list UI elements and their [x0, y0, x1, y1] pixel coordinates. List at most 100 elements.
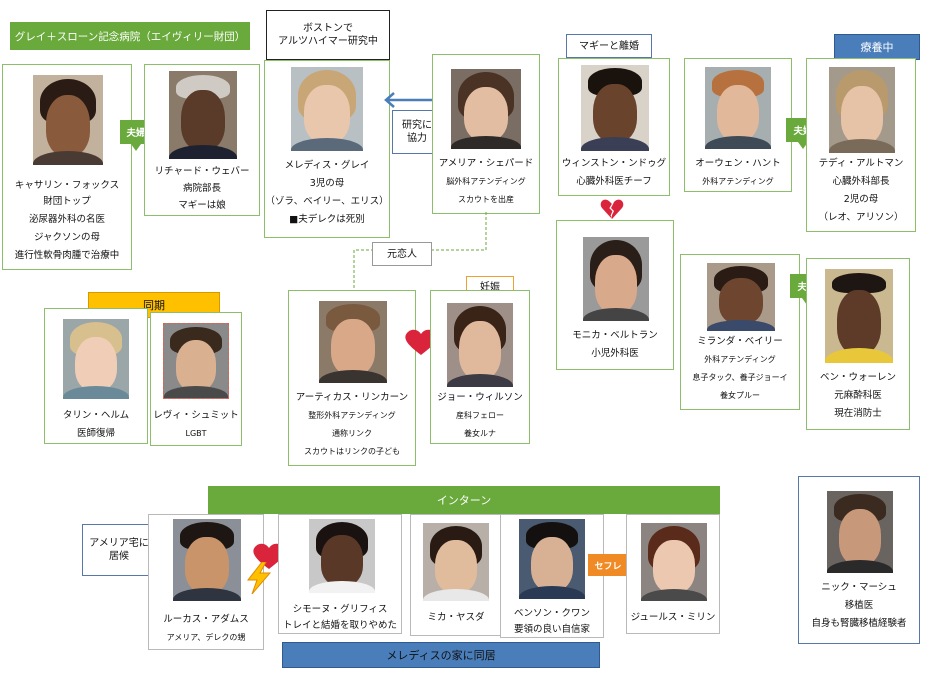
name-winston: ウィンストン・ンドゥグ [561, 158, 667, 169]
callout-text: 居候 [109, 551, 129, 562]
photo-amelia [451, 69, 521, 149]
card-richard: リチャード・ウェバー 病院部長 マギーは娘 [144, 64, 260, 216]
desc: 3児の母 [309, 178, 345, 189]
name-lucas: ルーカス・アダムス [163, 614, 249, 625]
name-amelia: アメリア・シェパード [438, 158, 534, 169]
desc: ■夫デレクは死別 [289, 214, 365, 225]
card-amelia: アメリア・シェパード 脳外科アテンディング スカウトを出産 [432, 54, 540, 214]
desc: スカウトを出産 [458, 195, 514, 204]
photo-jo [447, 303, 513, 387]
desc: 要領の良い自信家 [513, 624, 590, 635]
desc: 現在消防士 [834, 408, 882, 419]
desc: 通称リンク [332, 429, 372, 438]
ex-lover-connector [353, 212, 487, 290]
name-miranda: ミランダ・ベイリー [697, 336, 783, 347]
desc: アメリア、デレクの甥 [166, 633, 246, 642]
card-atticus: アーティカス・リンカーン 整形外科アテンディング 通称リンク スカウトはリンクの… [288, 290, 416, 466]
callout-text: 協力 [407, 133, 427, 144]
card-jules: ジュールス・ミリン [626, 514, 720, 634]
photo-owen [705, 67, 771, 149]
photo-mika [423, 523, 489, 601]
callout-text: ボストンで [303, 23, 353, 34]
desc: 病院部長 [182, 183, 221, 194]
desc: 進行性軟骨肉腫で治療中 [14, 250, 120, 261]
card-monica: モニカ・ベルトラン 小児外科医 [556, 220, 674, 370]
name-nick: ニック・マーシュ [821, 582, 897, 593]
desc: （ゾラ、ベイリー、エリス） [265, 196, 389, 207]
callout-text: 研究に [402, 120, 432, 131]
name-richard: リチャード・ウェバー [154, 166, 250, 177]
desc: 産科フェロー [456, 411, 504, 420]
lightning-icon [246, 562, 272, 594]
photo-richard [169, 71, 237, 159]
card-ben: ベン・ウォーレン 元麻酔科医 現在消防士 [806, 258, 910, 430]
name-jules: ジュールス・ミリン [630, 612, 716, 623]
desc: 心臓外科医チーフ [576, 176, 652, 187]
desc: 養女ルナ [464, 429, 496, 438]
card-miranda: ミランダ・ベイリー 外科アテンディング 息子タック、養子ジョーイ 養女プルー [680, 254, 800, 410]
photo-miranda [707, 263, 775, 331]
photo-atticus [319, 301, 387, 383]
desc: ジャクソンの母 [33, 232, 101, 243]
desc: トレイと結婚を取りやめた [282, 620, 397, 631]
desc: LGBT [185, 429, 207, 438]
desc: 脳外科アテンディング [446, 177, 526, 186]
desc: 養女プルー [720, 391, 760, 400]
photo-winston [581, 65, 649, 151]
broken-heart-icon [600, 199, 624, 219]
desc: 医師復帰 [76, 428, 115, 439]
photo-ben [825, 269, 893, 363]
card-benson: ベンソン・クワン 要領の良い自信家 [500, 514, 604, 638]
hospital-label: グレイ＋スローン記念病院（エイヴィリー財団） [10, 22, 250, 50]
callout-convalescing: 療養中 [834, 34, 920, 60]
desc: 移植医 [844, 600, 874, 611]
desc: 元麻酔科医 [834, 390, 882, 401]
card-taryn: タリン・ヘルム 医師復帰 [44, 308, 148, 444]
desc: 2児の母 [843, 194, 879, 205]
arrow-left-icon [384, 92, 432, 108]
card-levi: レヴィ・シュミット LGBT [150, 312, 242, 446]
name-jo: ジョー・ウィルソン [437, 392, 523, 403]
desc: 息子タック、養子ジョーイ [692, 373, 788, 382]
callout-amelia-house: アメリア宅に 居候 [82, 524, 156, 576]
photo-simone [309, 519, 375, 593]
desc: 外科アテンディング [704, 355, 776, 364]
name-teddy: テディ・アルトマン [818, 158, 904, 169]
name-owen: オーウェン・ハント [695, 158, 781, 169]
photo-lucas [173, 519, 241, 601]
photo-taryn [63, 319, 129, 399]
heart-icon [405, 329, 437, 355]
callout-ex-lover: 元恋人 [372, 242, 432, 266]
callout-maggie-divorce: マギーと離婚 [566, 34, 652, 58]
photo-teddy [829, 67, 895, 153]
desc: 財団トップ [43, 196, 91, 207]
callout-boston: ボストンで アルツハイマー研究中 [266, 10, 390, 60]
card-mika: ミカ・ヤスダ [410, 514, 502, 636]
card-meredith: メレディス・グレイ 3児の母 （ゾラ、ベイリー、エリス） ■夫デレクは死別 [264, 60, 390, 238]
name-ben: ベン・ウォーレン [819, 372, 896, 383]
name-taryn: タリン・ヘルム [62, 410, 130, 421]
name-atticus: アーティカス・リンカーン [295, 392, 409, 403]
photo-jules [641, 523, 707, 601]
card-catherine: キャサリン・フォックス 財団トップ 泌尿器外科の名医 ジャクソンの母 進行性軟骨… [2, 64, 132, 270]
desc: 自身も腎臓移植経験者 [811, 618, 907, 629]
card-owen: オーウェン・ハント 外科アテンディング [684, 58, 792, 192]
callout-text: アメリア宅に [89, 538, 149, 549]
name-benson: ベンソン・クワン [513, 608, 590, 619]
desc: 泌尿器外科の名医 [28, 214, 105, 225]
card-simone: シモーヌ・グリフィス トレイと結婚を取りやめた [278, 514, 402, 634]
name-simone: シモーヌ・グリフィス [292, 604, 388, 615]
section-meredith-house: メレディスの家に同居 [282, 642, 600, 668]
photo-benson [519, 519, 585, 599]
card-nick: ニック・マーシュ 移植医 自身も腎臓移植経験者 [798, 476, 920, 644]
name-mika: ミカ・ヤスダ [427, 612, 485, 623]
desc: 心臓外科部長 [832, 176, 890, 187]
section-intern: インターン [208, 486, 720, 514]
desc: 外科アテンディング [702, 177, 774, 186]
card-jo: ジョー・ウィルソン 産科フェロー 養女ルナ [430, 290, 530, 444]
photo-meredith [291, 67, 363, 151]
desc: マギーは娘 [178, 200, 226, 211]
name-catherine: キャサリン・フォックス [14, 180, 120, 191]
badge-sefure: セフレ [588, 554, 628, 576]
name-meredith: メレディス・グレイ [284, 160, 370, 171]
